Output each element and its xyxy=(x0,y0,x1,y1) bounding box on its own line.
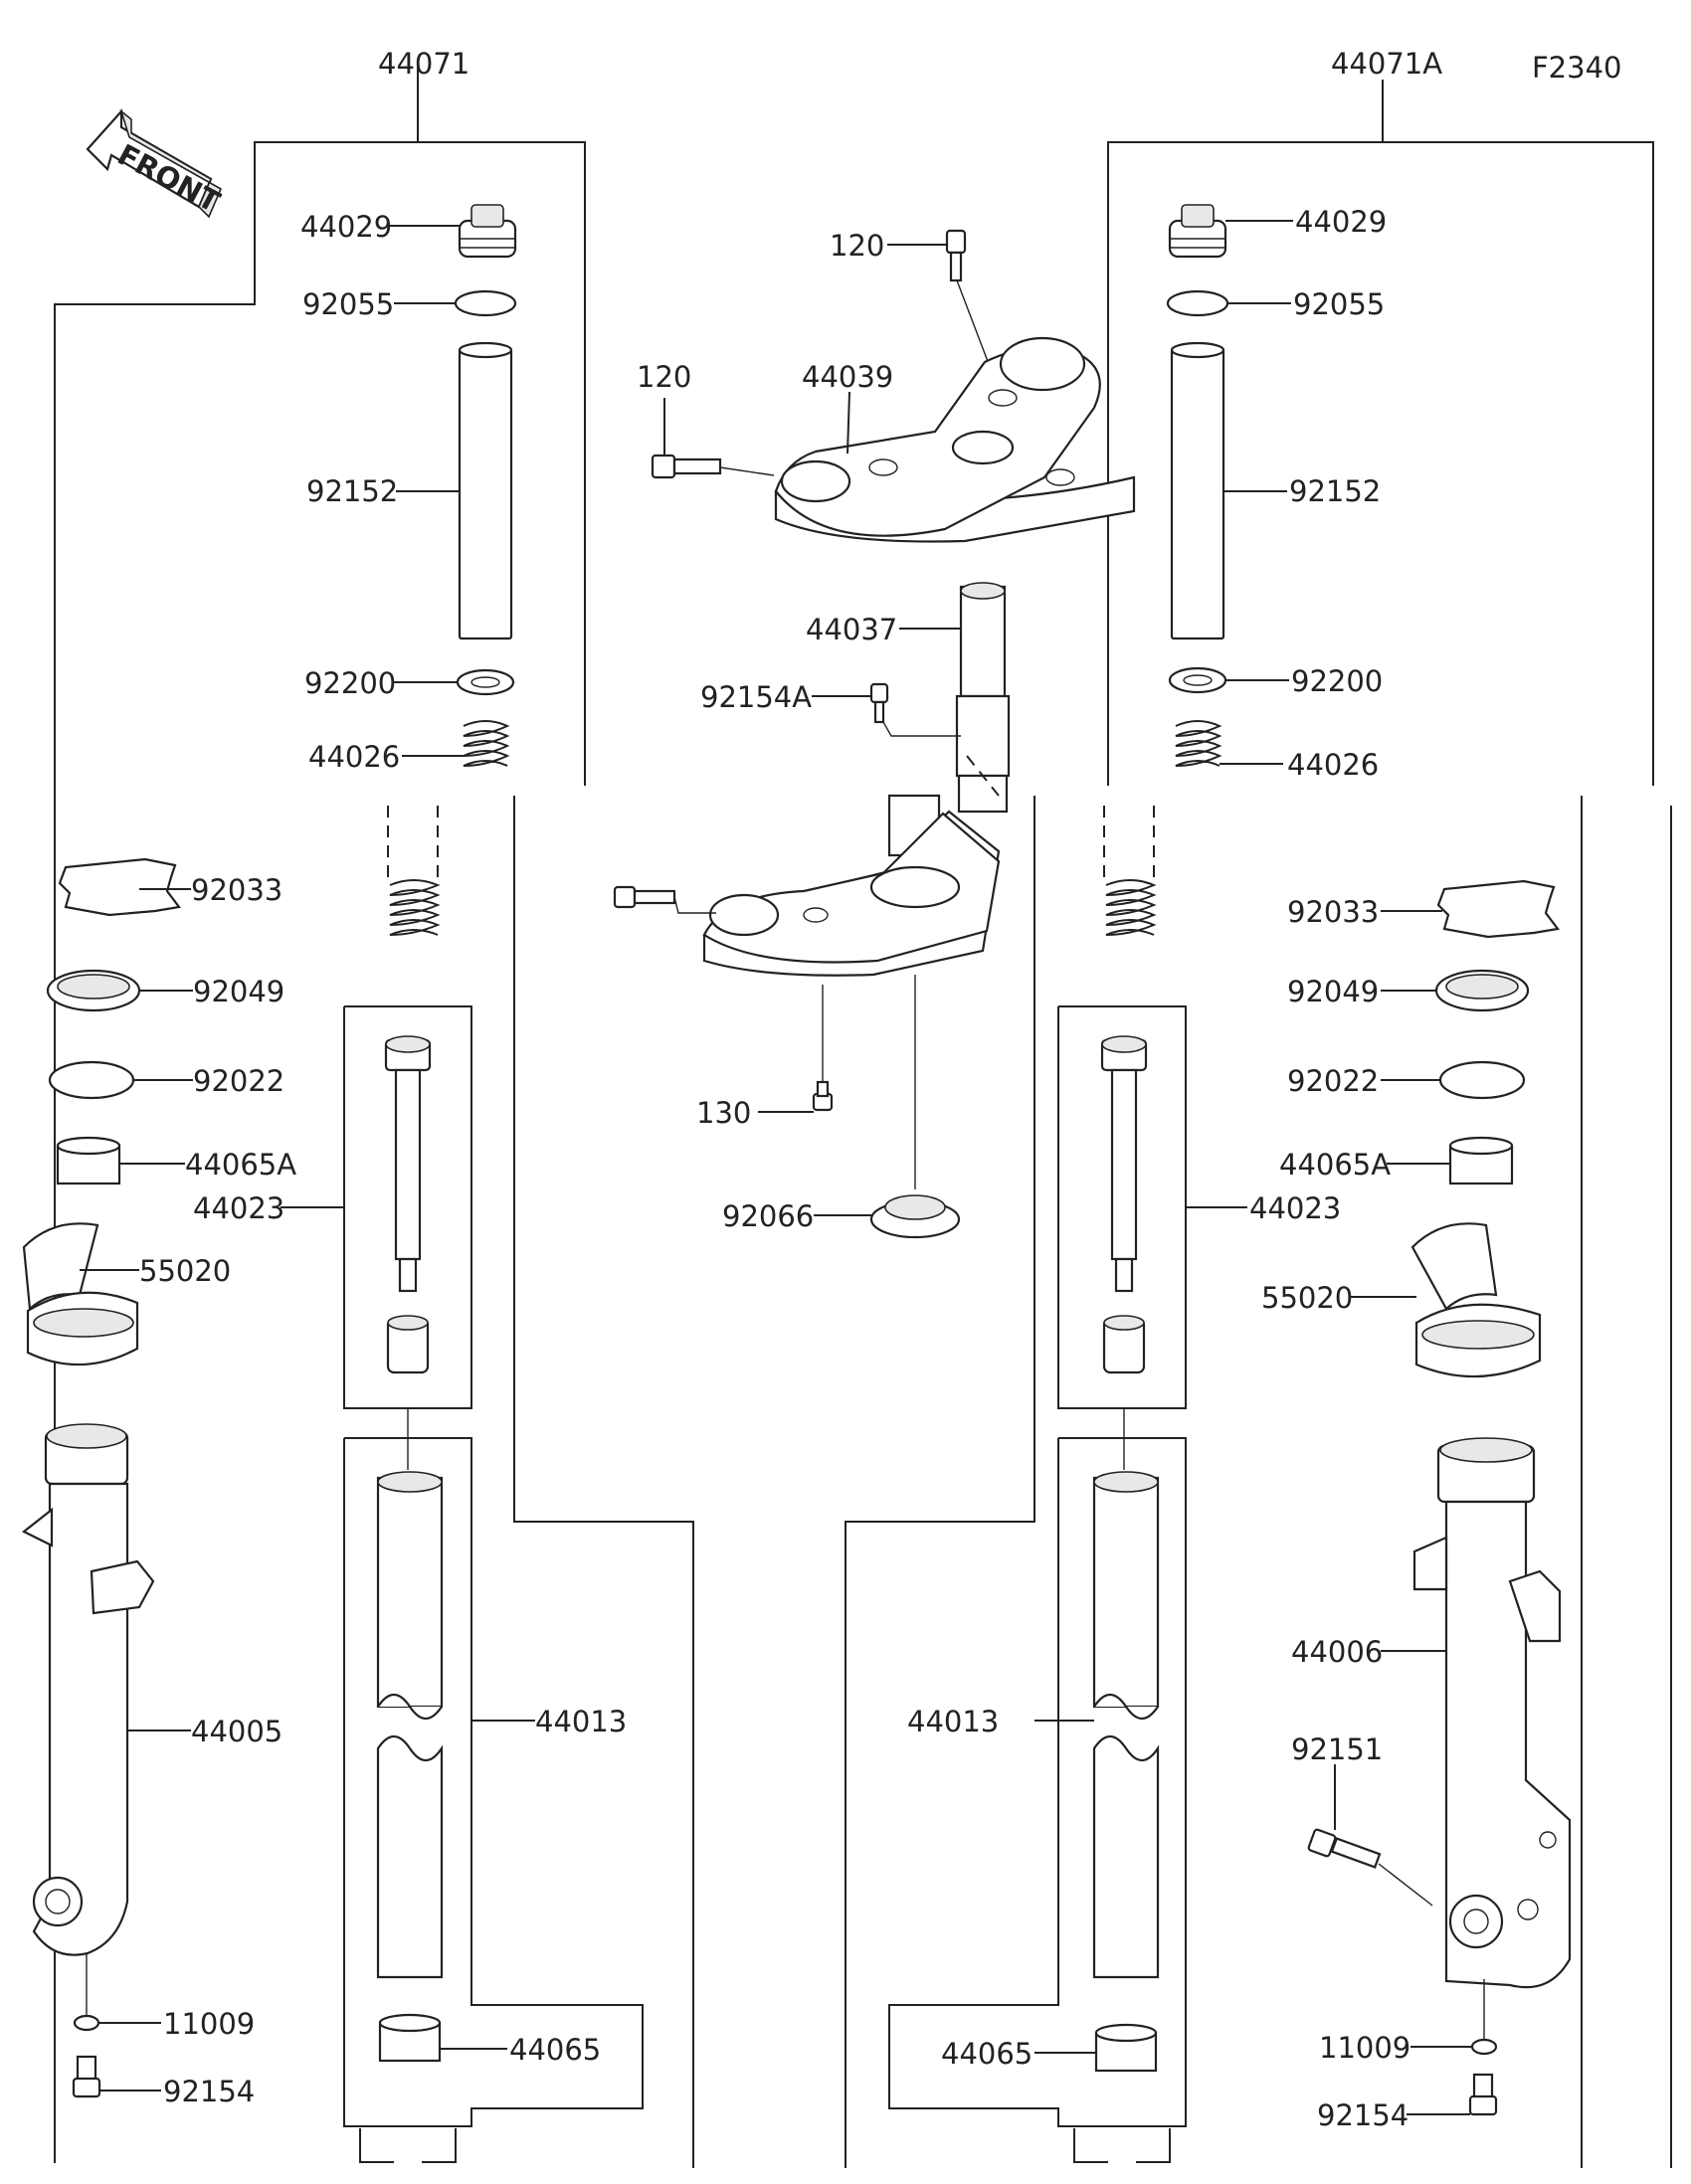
part-44005-left[interactable] xyxy=(21,1423,155,1956)
label-92151-right: 92151 xyxy=(1291,1732,1383,1766)
label-92049-right: 92049 xyxy=(1287,975,1379,1008)
figure-code: F2340 xyxy=(1532,51,1621,85)
label-92200-right: 92200 xyxy=(1291,664,1383,698)
part-44023-left[interactable] xyxy=(384,1035,432,1374)
part-92022-right[interactable] xyxy=(1438,1060,1526,1100)
part-92033-left[interactable] xyxy=(58,857,181,917)
label-44029-right: 44029 xyxy=(1295,205,1387,239)
label-44023-left: 44023 xyxy=(193,1191,284,1225)
part-92022-left[interactable] xyxy=(48,1060,135,1100)
label-92022-right: 92022 xyxy=(1287,1064,1379,1098)
part-44013-right[interactable] xyxy=(1092,1471,1160,1979)
part-44065-right[interactable] xyxy=(1094,2023,1158,2073)
part-92151-right[interactable] xyxy=(1307,1828,1382,1869)
part-44029-left[interactable] xyxy=(458,204,517,259)
label-11009-right: 11009 xyxy=(1319,2031,1410,2065)
part-55020-left[interactable] xyxy=(22,1222,139,1366)
part-lower-bracket-bolt[interactable] xyxy=(613,885,676,909)
part-44037-steering-stem[interactable] xyxy=(955,582,1011,814)
part-44065A-right[interactable] xyxy=(1448,1136,1514,1185)
part-44039-upper-bracket[interactable] xyxy=(774,336,1136,543)
part-92055-right[interactable] xyxy=(1166,289,1229,317)
box-44023-left xyxy=(343,1005,472,1409)
label-92022-left: 92022 xyxy=(193,1064,284,1098)
label-44026-right: 44026 xyxy=(1287,748,1379,782)
label-44037: 44037 xyxy=(806,613,897,646)
part-92049-left[interactable] xyxy=(46,969,141,1012)
part-spring-lower-left[interactable] xyxy=(389,879,441,936)
label-44065A-left: 44065A xyxy=(185,1148,296,1182)
label-92033-left: 92033 xyxy=(191,873,282,907)
part-92200-right[interactable] xyxy=(1168,666,1227,694)
part-lower-bracket[interactable] xyxy=(702,755,1001,977)
part-92200-left[interactable] xyxy=(456,668,515,696)
label-44065-left: 44065 xyxy=(509,2033,601,2067)
spring-dashed-guide-left xyxy=(387,806,439,885)
assembly-label-left: 44071 xyxy=(378,47,470,81)
part-92049-right[interactable] xyxy=(1434,969,1530,1012)
part-44026-right[interactable] xyxy=(1175,720,1222,767)
part-92152-left[interactable] xyxy=(458,341,513,640)
part-120-side[interactable] xyxy=(651,454,722,479)
part-92152-right[interactable] xyxy=(1170,341,1225,640)
label-120-side: 120 xyxy=(637,360,691,394)
left-assembly-frame xyxy=(54,62,694,2168)
front-direction-arrow: FRONT xyxy=(86,108,226,219)
label-92152-left: 92152 xyxy=(306,474,398,508)
part-44013-left[interactable] xyxy=(376,1471,444,1979)
part-92154A-upper[interactable] xyxy=(869,682,889,724)
label-44023-right: 44023 xyxy=(1249,1191,1341,1225)
part-92055-left[interactable] xyxy=(454,289,517,317)
label-130: 130 xyxy=(696,1096,751,1130)
part-92066-seal[interactable] xyxy=(869,1194,961,1239)
label-55020-left: 55020 xyxy=(139,1254,231,1288)
label-92154-left: 92154 xyxy=(163,2075,255,2108)
part-92154-left[interactable] xyxy=(72,2055,101,2098)
part-130-nut[interactable] xyxy=(812,1080,834,1112)
part-92033-right[interactable] xyxy=(1436,879,1560,939)
label-44029-left: 44029 xyxy=(300,210,392,244)
part-11009-left[interactable] xyxy=(73,2014,100,2032)
part-92154-right[interactable] xyxy=(1468,2073,1498,2116)
right-assembly-frame xyxy=(845,80,1672,2168)
part-spring-lower-right[interactable] xyxy=(1105,879,1157,936)
label-92033-right: 92033 xyxy=(1287,895,1379,929)
label-120-upper: 120 xyxy=(830,229,884,263)
part-55020-right[interactable] xyxy=(1410,1222,1542,1378)
spring-dashed-guide-right xyxy=(1103,806,1155,885)
box-44013-left xyxy=(343,1437,644,2163)
label-44013-right: 44013 xyxy=(907,1705,999,1738)
part-44026-left[interactable] xyxy=(463,720,510,767)
part-44065-left[interactable] xyxy=(378,2013,442,2063)
part-44023-right[interactable] xyxy=(1100,1035,1148,1374)
label-92049-left: 92049 xyxy=(193,975,284,1008)
label-44006-right: 44006 xyxy=(1291,1635,1383,1669)
part-44029-right[interactable] xyxy=(1168,204,1227,259)
label-92200-left: 92200 xyxy=(304,666,396,700)
label-92154-right: 92154 xyxy=(1317,2098,1409,2132)
assembly-label-right: 44071A xyxy=(1331,47,1442,81)
label-44065A-right: 44065A xyxy=(1279,1148,1391,1182)
label-44013-left: 44013 xyxy=(535,1705,627,1738)
part-44065A-left[interactable] xyxy=(56,1136,121,1185)
part-120-upper[interactable] xyxy=(945,229,967,282)
label-44026-left: 44026 xyxy=(308,740,400,774)
label-92055-left: 92055 xyxy=(302,287,394,321)
label-55020-right: 55020 xyxy=(1261,1281,1353,1315)
label-92066: 92066 xyxy=(722,1199,814,1233)
part-44006-right[interactable] xyxy=(1412,1437,1572,1989)
box-44013-right xyxy=(888,1437,1187,2163)
box-44023-right xyxy=(1057,1005,1187,1409)
label-92152-right: 92152 xyxy=(1289,474,1381,508)
label-11009-left: 11009 xyxy=(163,2007,255,2041)
part-11009-right[interactable] xyxy=(1470,2038,1498,2056)
label-44005-left: 44005 xyxy=(191,1715,282,1748)
label-44039: 44039 xyxy=(802,360,893,394)
label-92154A: 92154A xyxy=(700,680,812,714)
label-44065-right: 44065 xyxy=(941,2037,1033,2071)
label-92055-right: 92055 xyxy=(1293,287,1385,321)
